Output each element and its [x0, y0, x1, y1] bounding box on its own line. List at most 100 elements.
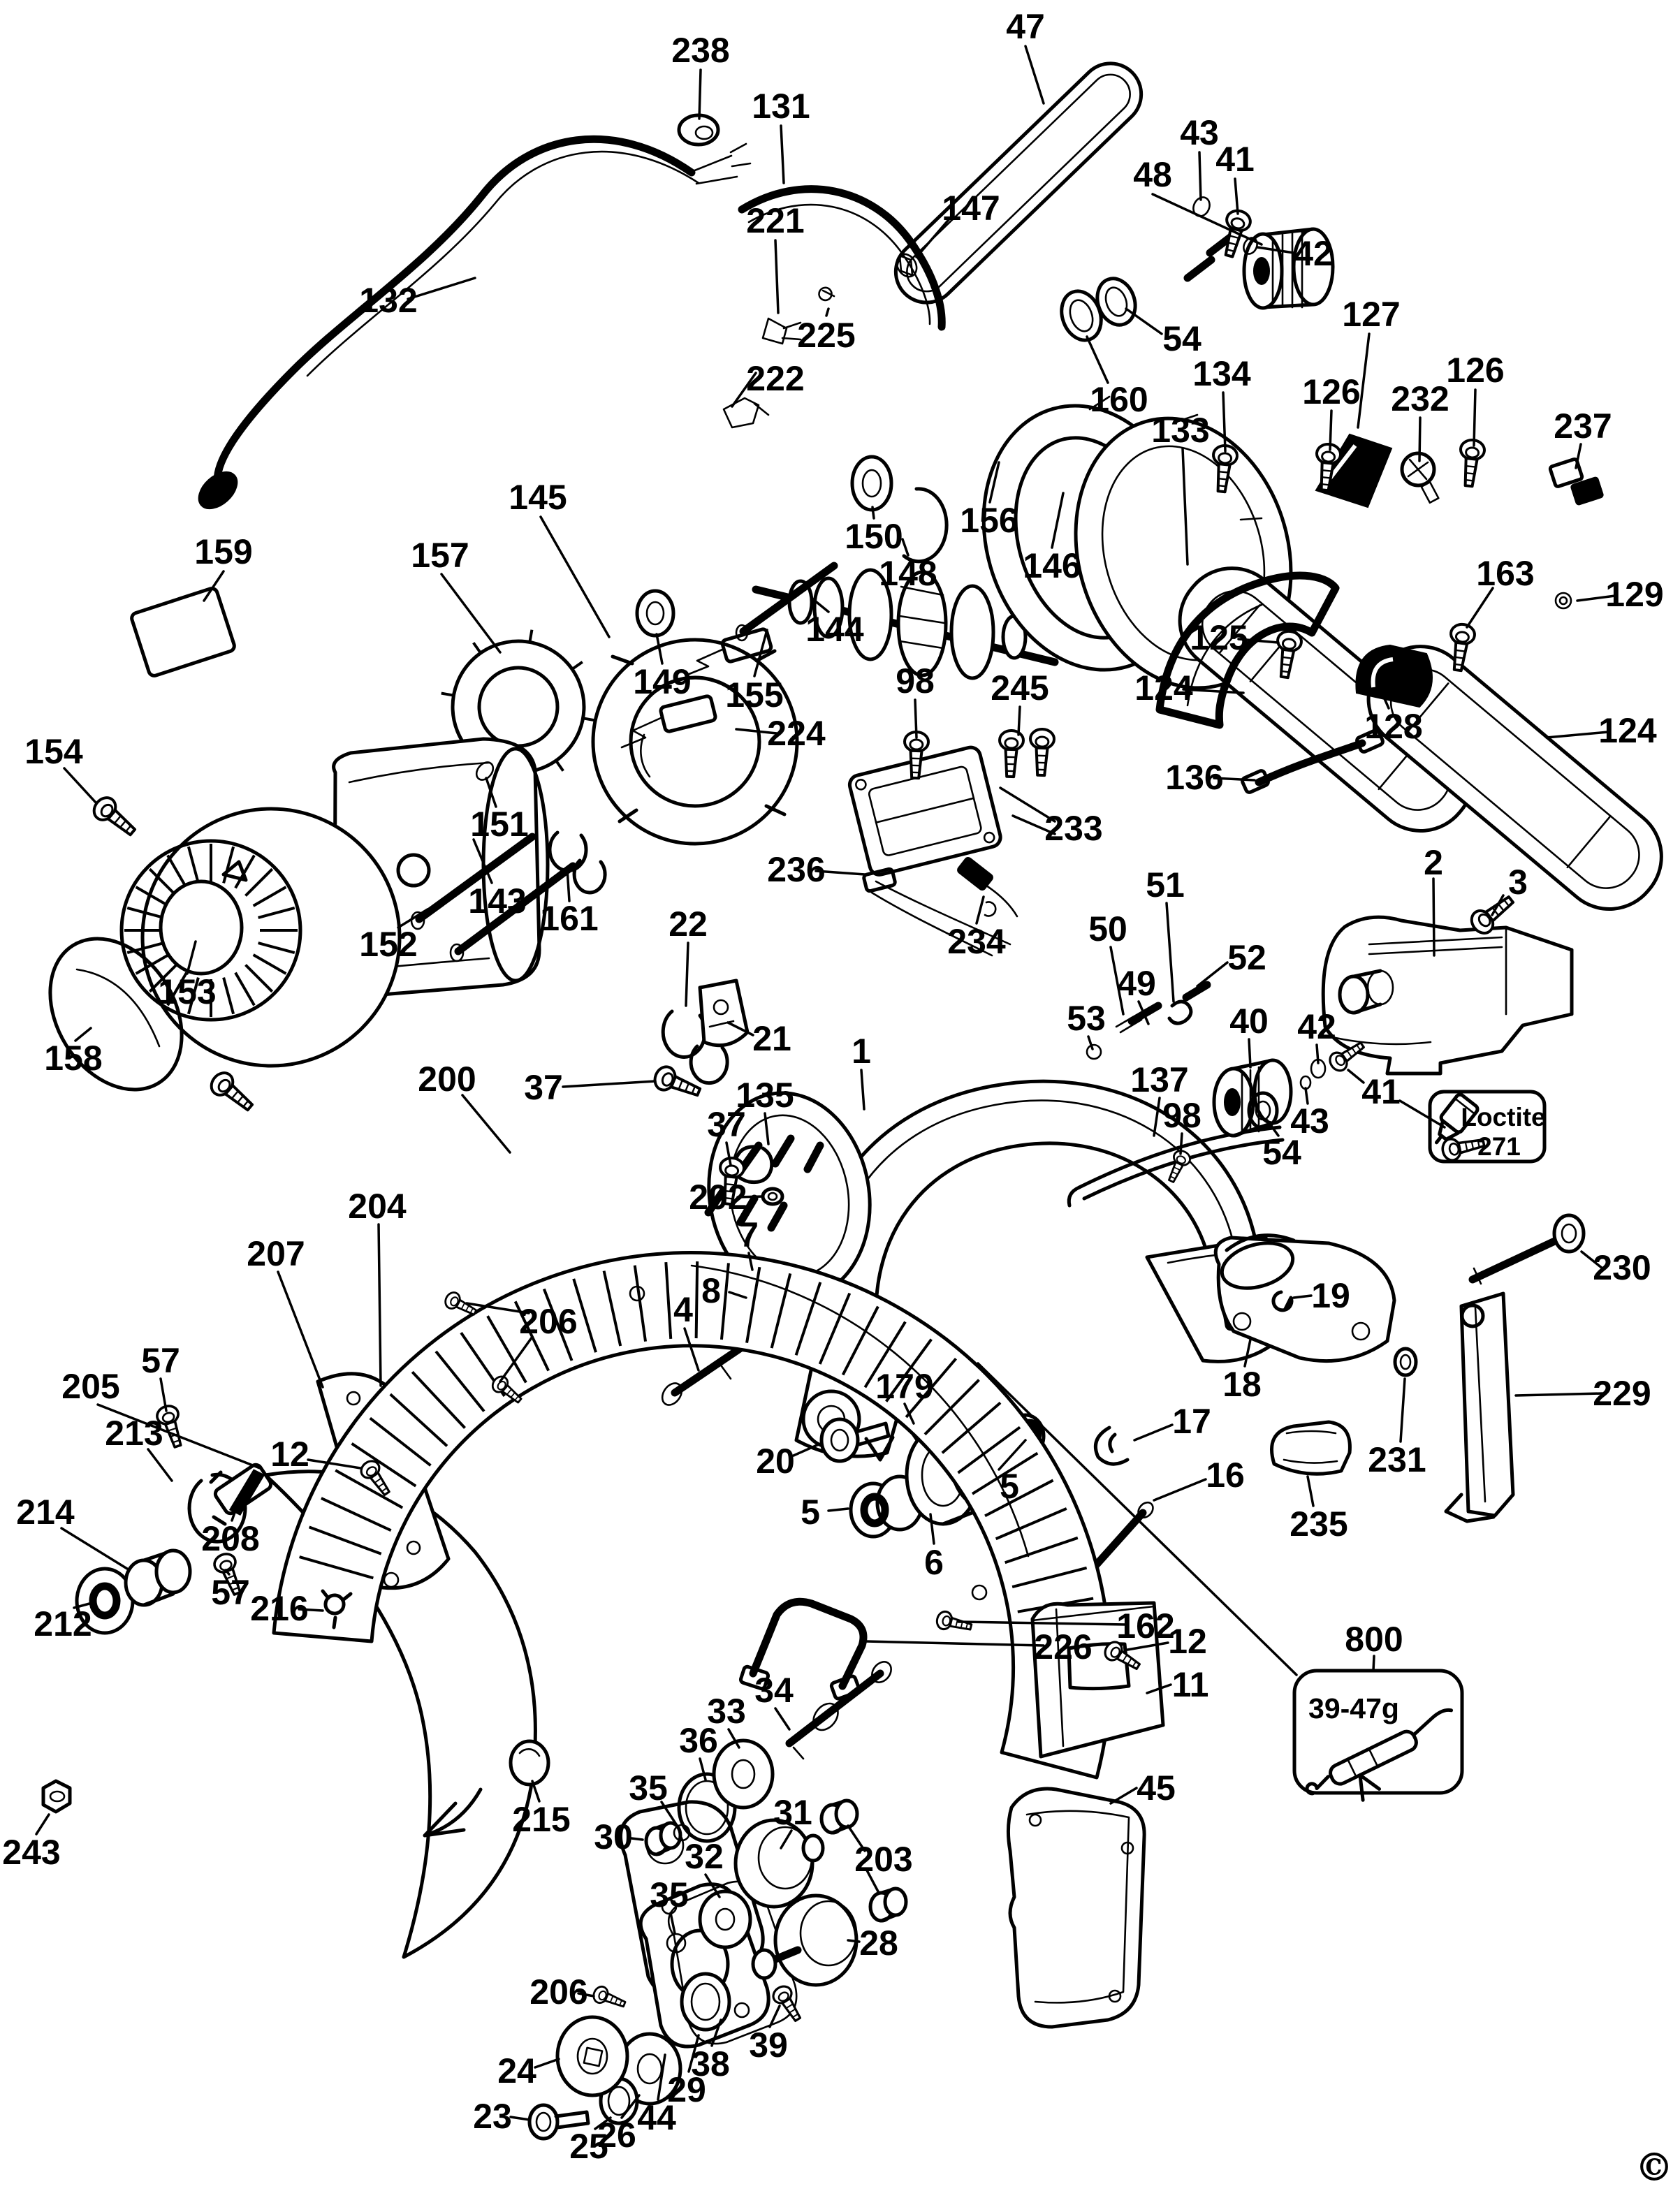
leader-line-222 [731, 372, 757, 408]
part-label-137: 137 [1130, 1060, 1188, 1099]
leader-line-238 [698, 68, 702, 120]
motor-cover-drawing [1321, 888, 1574, 1076]
leader-line-6 [929, 1513, 935, 1545]
spindle-drive-drawing [527, 1661, 908, 2141]
part-label-204: 204 [348, 1187, 407, 1226]
part-label-124: 124 [1598, 711, 1657, 750]
part-label-37: 37 [707, 1105, 746, 1144]
leader-line-231 [1399, 1377, 1406, 1443]
leader-line-206 [499, 1335, 534, 1383]
leader-line-42 [1256, 246, 1295, 254]
part-label-16: 16 [1206, 1456, 1245, 1495]
part-label-144: 144 [805, 610, 864, 649]
part-label-53: 53 [1067, 999, 1106, 1038]
leader-line-12 [1126, 1641, 1169, 1651]
part-label-36: 36 [679, 1721, 718, 1760]
part-label-203: 203 [854, 1840, 912, 1879]
part-label-155: 155 [725, 675, 783, 715]
leader-line-226 [865, 1640, 1045, 1647]
leader-line-22 [685, 942, 689, 1007]
part-label-200: 200 [418, 1060, 476, 1099]
part-label-19: 19 [1311, 1276, 1350, 1315]
leader-line-236 [815, 870, 866, 876]
part-label-6: 6 [924, 1543, 944, 1582]
part-label-52: 52 [1227, 938, 1266, 977]
grease-amount: 39-47g [1308, 1692, 1399, 1724]
part-label-8: 8 [701, 1271, 721, 1310]
leader-line-159 [203, 570, 225, 602]
part-label-132: 132 [359, 281, 417, 320]
wire-terminal-icon [722, 317, 802, 429]
part-label-133: 133 [1151, 411, 1209, 450]
leader-line-50 [1109, 946, 1125, 1016]
leader-line-4 [683, 1327, 700, 1372]
part-label-7: 7 [739, 1215, 759, 1254]
leader-line-5 [998, 1439, 1027, 1471]
leader-line-152 [397, 908, 429, 929]
leader-line-41 [1234, 177, 1239, 215]
part-label-37: 37 [524, 1068, 563, 1107]
leader-line-128 [1378, 684, 1390, 710]
part-label-125: 125 [1190, 618, 1248, 657]
part-label-156: 156 [960, 501, 1018, 540]
part-label-206: 206 [519, 1302, 577, 1341]
part-label-44: 44 [637, 2098, 676, 2137]
leader-line-204 [377, 1223, 382, 1387]
part-label-43: 43 [1180, 113, 1219, 152]
part-label-222: 222 [746, 359, 804, 398]
leader-line-151 [485, 777, 497, 808]
leader-line-200 [461, 1094, 511, 1154]
part-label-34: 34 [754, 1671, 794, 1710]
part-label-143: 143 [468, 881, 526, 921]
part-label-148: 148 [879, 554, 937, 593]
part-label-17: 17 [1172, 1402, 1211, 1441]
part-label-4: 4 [673, 1290, 693, 1329]
part-label-40: 40 [1229, 1002, 1269, 1041]
leader-line-124 [1182, 688, 1245, 694]
part-label-179: 179 [875, 1367, 933, 1406]
leader-line-35 [669, 1912, 676, 1935]
part-label-147: 147 [942, 189, 1000, 228]
part-label-154: 154 [24, 732, 83, 771]
leader-layer [35, 45, 1616, 2130]
leader-line-1 [860, 1069, 865, 1111]
leader-line-23 [509, 2116, 531, 2121]
part-label-11: 11 [1172, 1665, 1209, 1704]
part-label-225: 225 [797, 316, 855, 355]
leader-line-233 [1011, 814, 1056, 835]
part-label-5: 5 [1000, 1467, 1019, 1506]
leader-line-18 [1243, 1338, 1252, 1368]
leader-line-207 [277, 1270, 324, 1389]
leader-line-147 [915, 215, 953, 258]
part-label-234: 234 [947, 922, 1006, 961]
leader-line-216 [298, 1608, 324, 1612]
part-label-206: 206 [529, 1972, 587, 2012]
leader-line-5 [827, 1507, 849, 1512]
part-label-49: 49 [1117, 964, 1156, 1003]
leader-line-3 [1491, 894, 1505, 916]
gasket-cover-drawing [738, 1597, 1165, 2029]
leader-line-124 [1545, 731, 1609, 739]
part-label-42: 42 [1294, 234, 1333, 273]
leader-line-7 [747, 1252, 754, 1271]
leader-line-230 [1580, 1250, 1604, 1270]
part-label-236: 236 [767, 850, 825, 889]
part-label-50: 50 [1088, 909, 1127, 948]
leader-line-2 [1432, 877, 1436, 957]
leader-line-24 [534, 2058, 560, 2069]
part-label-230: 230 [1593, 1248, 1651, 1287]
part-label-57: 57 [211, 1573, 250, 1612]
part-label-145: 145 [509, 478, 567, 517]
loctite-label: Loctite [1461, 1103, 1545, 1131]
part-label-245: 245 [991, 668, 1049, 708]
part-label-30: 30 [594, 1817, 633, 1856]
part-label-151: 151 [470, 805, 528, 844]
leader-line-243 [35, 1813, 50, 1836]
leader-line-149 [655, 633, 664, 665]
part-label-32: 32 [685, 1837, 724, 1876]
part-label-31: 31 [773, 1793, 812, 1832]
leader-line-35 [660, 1801, 678, 1826]
part-label-18: 18 [1222, 1365, 1262, 1404]
leader-line-143 [472, 838, 493, 884]
part-label-129: 129 [1605, 575, 1663, 614]
